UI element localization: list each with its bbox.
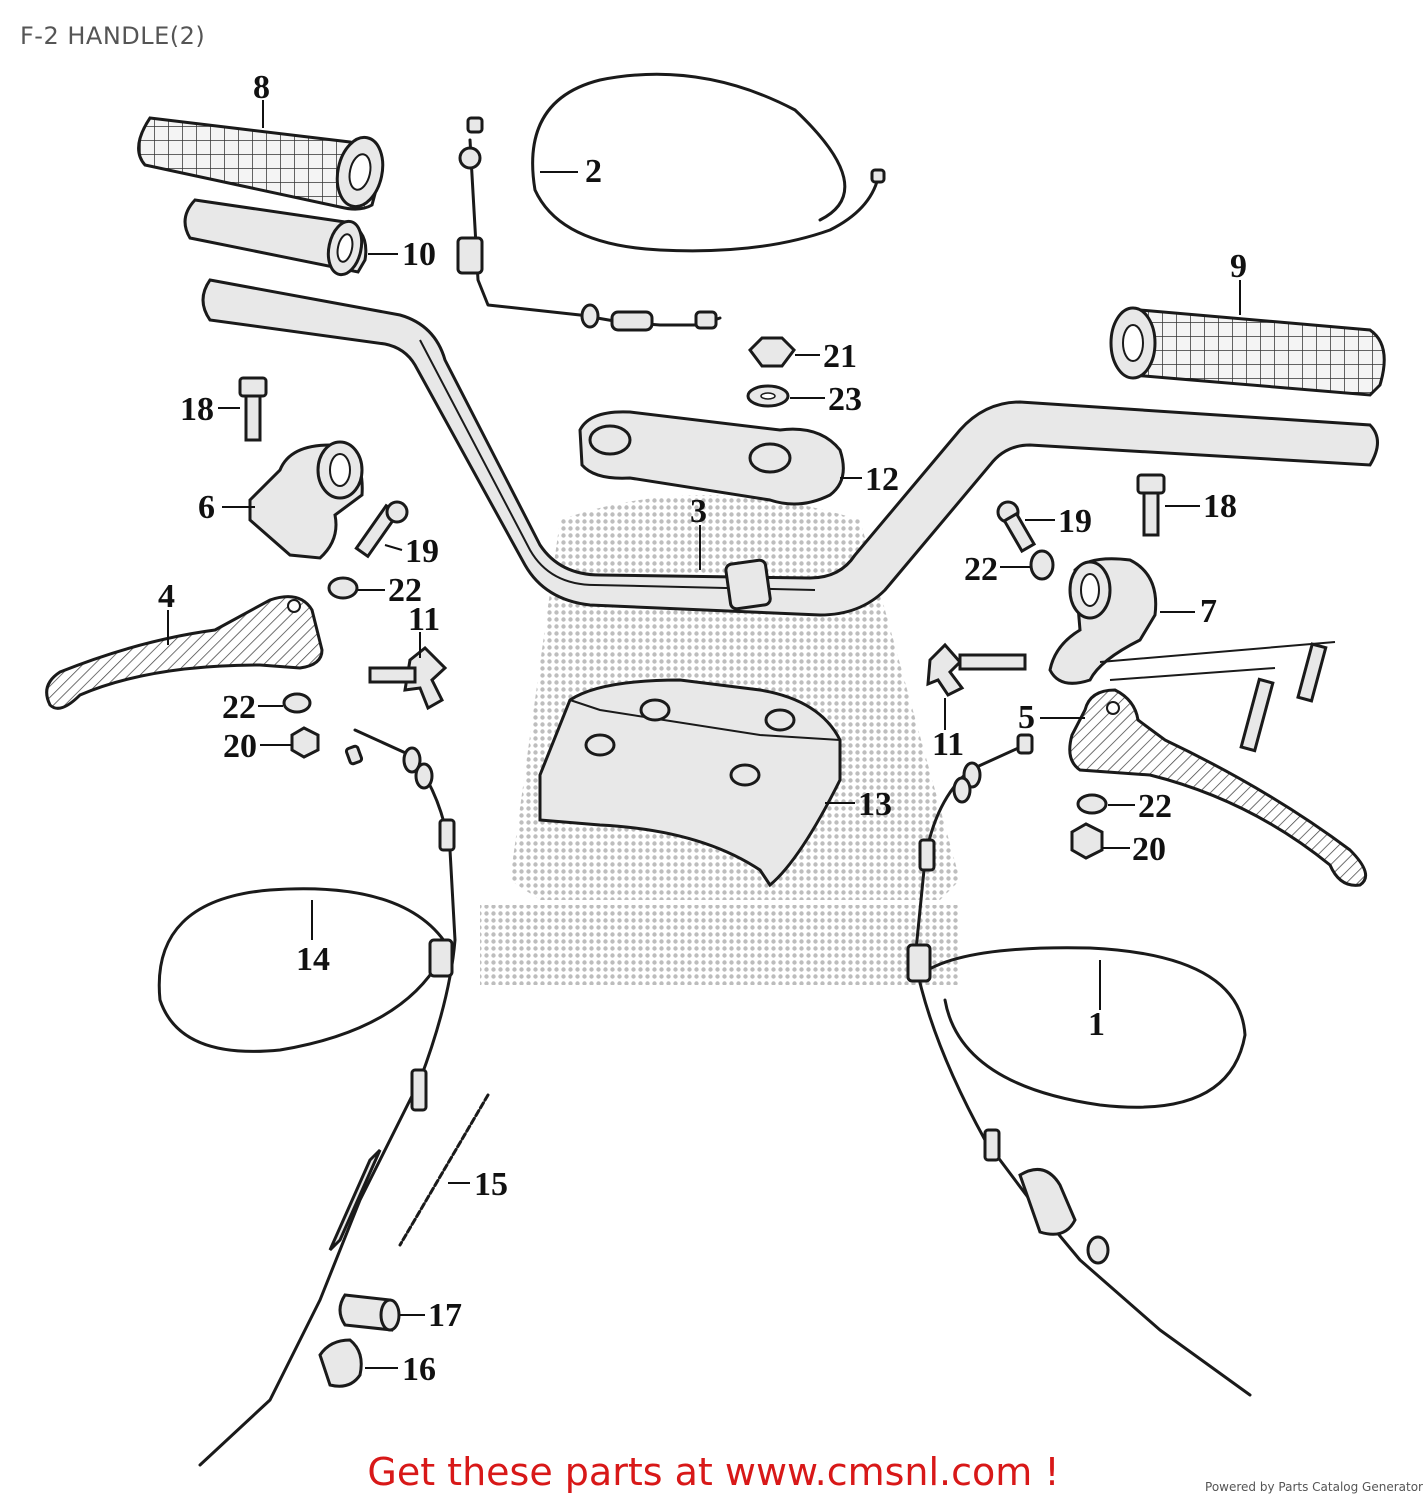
left-grip-part-8 [137, 116, 385, 211]
screw-part-19-left [354, 500, 409, 559]
callout-12: 12 [865, 461, 899, 498]
callout-20-left: 20 [223, 728, 257, 765]
callout-21: 21 [823, 338, 857, 375]
callout-5: 5 [1018, 699, 1035, 736]
screw-part-19-right [996, 500, 1037, 554]
callout-22-left-lower: 22 [222, 689, 256, 726]
washer-part-22-left-lower [282, 692, 312, 714]
sleeve-part-17 [338, 1293, 401, 1332]
callout-7: 7 [1200, 593, 1217, 630]
nut-part-20-left [290, 726, 320, 759]
lever-holder-part-7 [1048, 557, 1158, 685]
callout-10: 10 [402, 236, 436, 273]
lower-holder-part-13 [538, 678, 842, 888]
callout-18-left: 18 [180, 391, 214, 428]
clutch-cable-part-14 [157, 728, 457, 1467]
callout-19-left: 19 [405, 533, 439, 570]
callout-2: 2 [585, 153, 602, 190]
callout-3: 3 [690, 493, 707, 530]
spring-part-15 [398, 1093, 490, 1247]
powered-by-label: Powered by Parts Catalog Generator [1205, 1480, 1423, 1494]
washer-part-22-left-upper [327, 576, 359, 600]
callout-8: 8 [253, 69, 270, 106]
callout-6: 6 [198, 489, 215, 526]
adjuster-part-11-left [368, 645, 448, 711]
right-grip-part-9 [1109, 306, 1386, 397]
page-title: F-2 HANDLE(2) [20, 22, 206, 50]
clutch-lever-part-4 [45, 595, 324, 710]
callout-22-right-upper: 22 [964, 551, 998, 588]
callout-23: 23 [828, 381, 862, 418]
bolt-part-18-right [1136, 473, 1166, 537]
callout-20-right: 20 [1132, 831, 1166, 868]
brake-cable-part-1 [906, 733, 1252, 1397]
callout-17: 17 [428, 1297, 462, 1334]
callout-22-right-lower: 22 [1138, 788, 1172, 825]
callout-9: 9 [1230, 248, 1247, 285]
adjuster-part-11-right [926, 642, 1027, 697]
callout-13: 13 [858, 786, 892, 823]
cap-nut-part-21 [748, 336, 796, 368]
pivot-screws-right [1099, 641, 1336, 753]
callout-11-left: 11 [408, 601, 440, 638]
handlebar-part-3 [201, 278, 1379, 617]
washer-part-23 [746, 384, 790, 408]
leader-lines [167, 100, 1241, 1369]
lever-holder-part-6 [248, 440, 364, 560]
bolt-part-18-left [238, 376, 268, 442]
promo-link[interactable]: Get these parts at www.cmsnl.com ! [367, 1450, 1060, 1494]
callout-19-right: 19 [1058, 503, 1092, 540]
nut-part-20-right [1070, 822, 1104, 860]
callout-1: 1 [1088, 1006, 1105, 1043]
callout-labels: 1 2 3 4 5 6 7 8 9 10 11 11 12 13 14 15 1… [158, 69, 1247, 1388]
callout-11-right: 11 [932, 726, 964, 763]
throttle-tube-part-10 [183, 198, 368, 277]
washer-part-22-right-lower [1076, 793, 1108, 815]
brake-lever-part-5 [1068, 688, 1368, 887]
callout-15: 15 [474, 1166, 508, 1203]
callout-18-right: 18 [1203, 488, 1237, 525]
callout-4: 4 [158, 578, 175, 615]
washer-part-22-right-upper [1029, 549, 1055, 581]
callout-16: 16 [402, 1351, 436, 1388]
callout-14: 14 [296, 941, 330, 978]
callout-22-left-upper: 22 [388, 572, 422, 609]
adjuster-nut-part-16 [318, 1338, 363, 1388]
upper-holder-part-12 [578, 410, 845, 506]
throttle-cable-part-2 [456, 72, 886, 332]
